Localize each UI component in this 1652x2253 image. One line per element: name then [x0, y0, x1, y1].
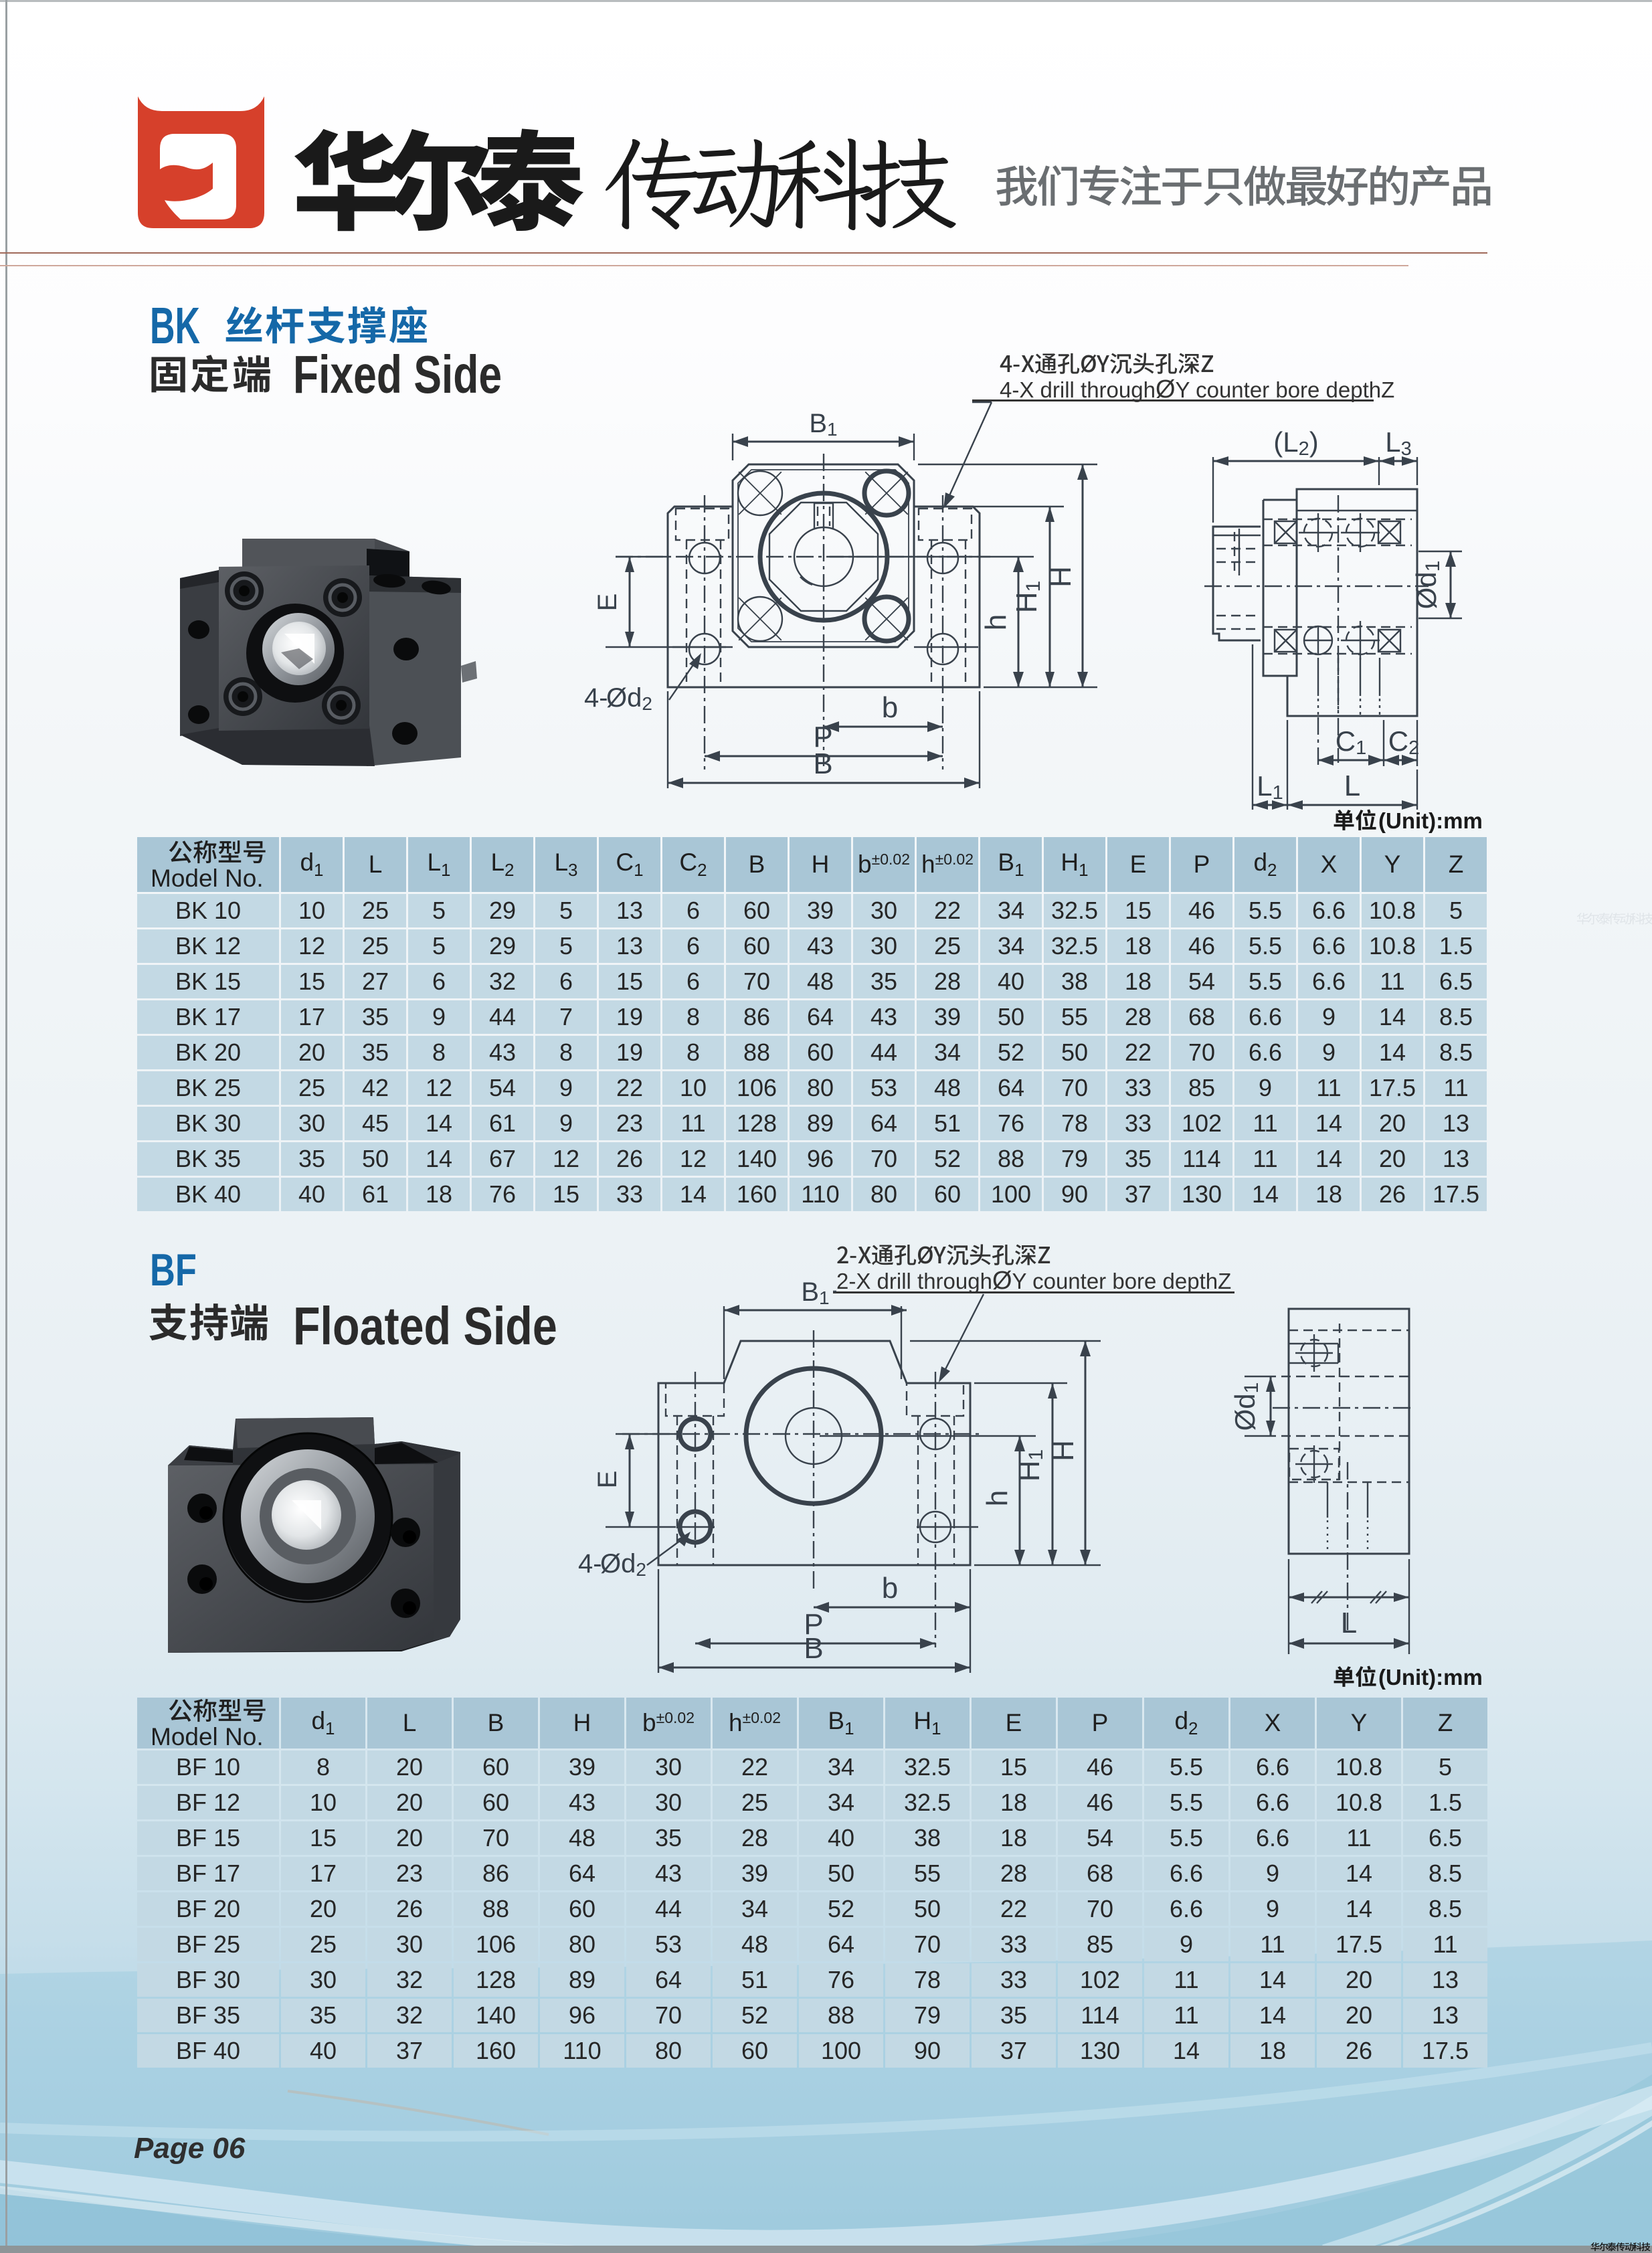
svg-text:Ød2: Ød2: [606, 683, 652, 714]
svg-text:C1: C1: [1336, 725, 1366, 759]
svg-text:Model No.: Model No.: [151, 1723, 264, 1748]
svg-text:B: B: [813, 747, 832, 780]
svg-text:Model No.: Model No.: [151, 865, 264, 892]
svg-text:b: b: [882, 691, 898, 724]
svg-text:B: B: [804, 1632, 823, 1665]
svg-text:B1: B1: [801, 1277, 829, 1308]
svg-text:L1: L1: [1257, 770, 1283, 804]
svg-text:Ød1: Ød1: [1410, 561, 1444, 610]
svg-text:L: L: [1341, 1607, 1357, 1639]
svg-text:H1: H1: [1010, 581, 1044, 613]
svg-text:(L2): (L2): [1273, 426, 1319, 460]
svg-text:H1: H1: [1013, 1449, 1047, 1481]
svg-text:E: E: [593, 1471, 622, 1489]
svg-text:E: E: [593, 594, 622, 612]
svg-text:L3: L3: [1385, 426, 1412, 460]
svg-text:C2: C2: [1388, 725, 1419, 759]
svg-text:4-: 4-: [578, 1549, 602, 1579]
svg-text:h: h: [980, 614, 1012, 630]
svg-text:B1: B1: [809, 409, 837, 440]
svg-text:Ød1: Ød1: [1229, 1382, 1263, 1431]
svg-text:P: P: [813, 721, 832, 753]
svg-text:h: h: [981, 1490, 1014, 1506]
svg-text:P: P: [804, 1608, 823, 1641]
svg-text:b: b: [882, 1572, 898, 1605]
svg-text:L: L: [1344, 770, 1360, 802]
svg-text:4-: 4-: [584, 683, 608, 713]
svg-text:Ød2: Ød2: [600, 1549, 646, 1580]
